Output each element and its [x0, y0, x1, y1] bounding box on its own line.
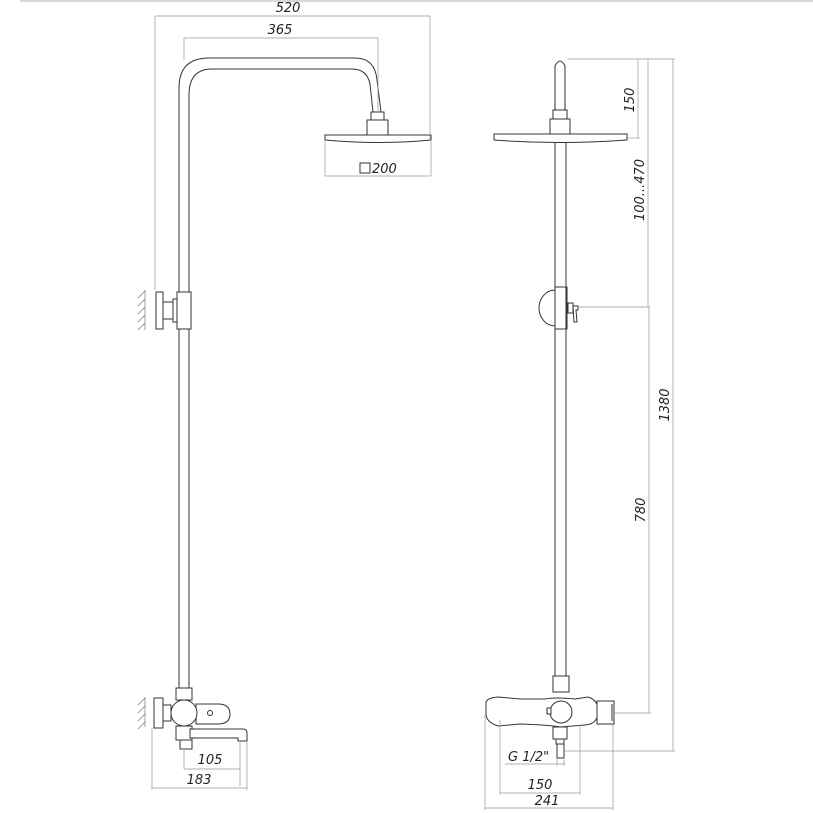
wall-bracket-plate	[155, 291, 164, 330]
head-connector-front	[549, 118, 571, 135]
dim-head-size: 200	[372, 162, 397, 177]
mixer-top-nut-front	[552, 675, 570, 693]
bath-spout	[189, 728, 248, 742]
arm-top	[554, 60, 566, 110]
square-symbol-icon	[359, 162, 371, 174]
head-connector	[366, 119, 389, 136]
mixer-body	[485, 696, 599, 728]
holder-lever	[572, 305, 579, 323]
wall-hatch-lower	[137, 697, 146, 730]
dim-spout-reach: 105	[198, 753, 223, 768]
thermostat-knob	[596, 700, 615, 725]
mixer-top-nut	[175, 687, 193, 701]
shower-head-front	[493, 133, 628, 143]
dim-inlet-spacing: 150	[528, 778, 553, 793]
wall-hatch-upper	[137, 290, 146, 331]
diverter-front	[549, 700, 573, 724]
outlet-thread	[179, 739, 193, 750]
mixer-handle	[195, 703, 231, 725]
holder-disc	[538, 289, 556, 327]
dim-total-height: 1380	[658, 388, 673, 421]
dim-mixer-to-holder: 780	[634, 498, 649, 523]
dim-arm-height: 150	[623, 88, 638, 113]
arm-nut	[370, 111, 385, 121]
shower-arm-outer	[178, 57, 382, 690]
holder-front	[554, 286, 568, 330]
front-view: 150 100...470 780 1380 G 1/2" 150 241	[484, 58, 675, 810]
outlet-thread-front	[556, 743, 565, 759]
dim-holder-range: 100...470	[633, 159, 648, 221]
diverter-body	[170, 699, 198, 727]
dim-thread: G 1/2"	[508, 750, 549, 765]
eccentric-flange	[153, 697, 164, 729]
dim-mixer-depth: 183	[187, 773, 212, 788]
dim-mixer-width: 241	[535, 794, 560, 809]
dim-arm-reach: 365	[268, 23, 293, 38]
shower-head	[324, 134, 432, 143]
shower-arm-inner	[188, 68, 374, 690]
side-view: 520 365 200 105 183	[137, 1, 432, 790]
wall-bracket-stem	[162, 301, 174, 320]
dim-total-width: 520	[276, 1, 301, 16]
slide-holder	[176, 291, 192, 330]
